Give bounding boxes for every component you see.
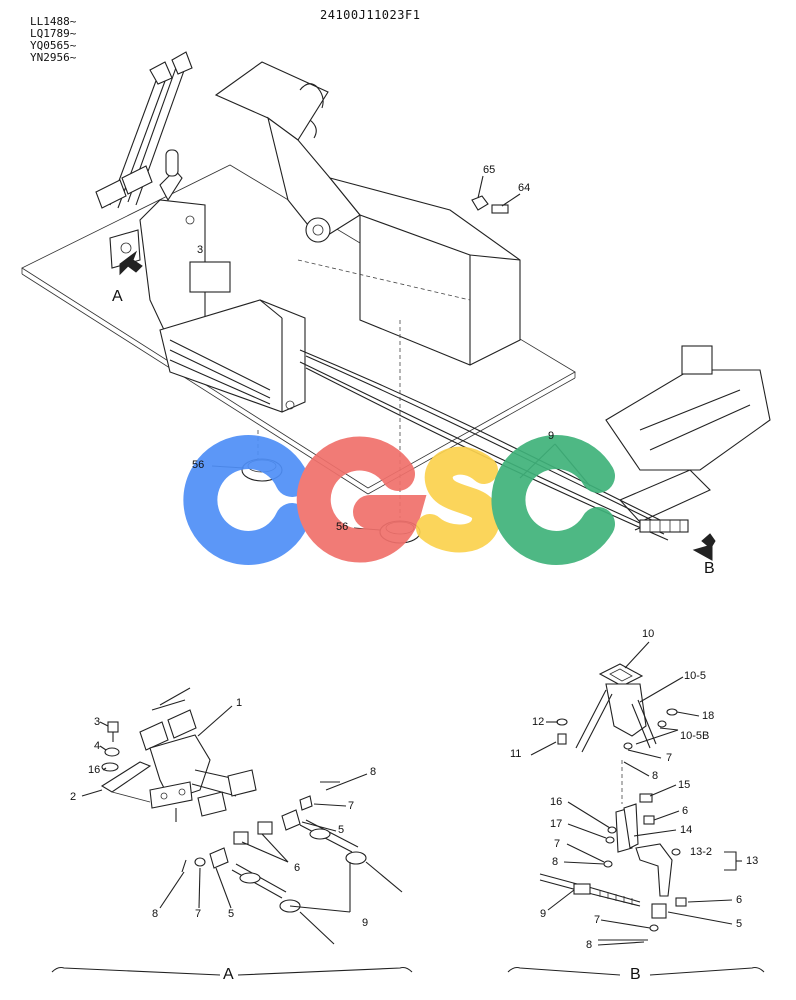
detail-a-callout-7-lower: 7 — [195, 908, 202, 920]
detail-b-callout-9: 9 — [540, 908, 547, 920]
callout-56-lower: 56 — [336, 521, 349, 533]
detail-a-callout-5-upper: 5 — [338, 824, 345, 836]
detail-b-callout-11: 11 — [510, 748, 522, 760]
control-valve — [605, 345, 771, 533]
detail-b-callout-7-upper: 7 — [666, 752, 673, 764]
callout-64: 64 — [518, 182, 531, 194]
detail-a-callout-1: 1 — [236, 697, 243, 709]
detail-b-callout-13: 13 — [746, 855, 759, 867]
callout-56-upper: 56 — [192, 459, 205, 471]
detail-a-callout-4: 4 — [94, 740, 101, 752]
callout-3: 3 — [197, 244, 204, 256]
detail-a-callout-2: 2 — [70, 791, 77, 803]
detail-b-drawing — [530, 641, 742, 946]
watermark-letter-s — [416, 446, 500, 553]
detail-a-callout-8-upper: 8 — [370, 766, 377, 778]
serial-range-2: LQ1789~ — [30, 27, 77, 40]
detail-a-drawing — [81, 687, 403, 945]
watermark-letter-c1 — [183, 435, 309, 565]
detail-b-bracket — [507, 966, 765, 976]
detail-a-callout-9: 9 — [362, 917, 369, 929]
detail-b-callout-10-5: 10-5 — [684, 670, 707, 682]
detail-b-callout-10: 10 — [642, 628, 655, 640]
detail-b-callout-16: 16 — [550, 796, 563, 808]
detail-b-callout-17: 17 — [550, 818, 563, 830]
detail-b-callout-14: 14 — [680, 824, 693, 836]
view-marker-b: B — [704, 560, 715, 577]
detail-a-label: A — [223, 966, 234, 983]
detail-b-callout-8-lower: 8 — [586, 939, 593, 951]
detail-b-callout-8-upper: 8 — [652, 770, 659, 782]
detail-b-callout-6-lower: 6 — [736, 894, 743, 906]
detail-b-callout-10-5b: 10-5B — [680, 730, 710, 742]
seat-frame-assembly — [214, 61, 521, 366]
serial-range-1: LL1488~ — [30, 15, 77, 28]
detail-a-callout-8-lower: 8 — [152, 908, 159, 920]
detail-a-callout-5-lower: 5 — [228, 908, 235, 920]
detail-b-callout-5: 5 — [736, 918, 743, 930]
detail-a-callout-3: 3 — [94, 716, 101, 728]
watermark-letter-c2 — [491, 435, 615, 565]
pedals-main — [95, 51, 193, 269]
detail-b-callout-7-mid: 7 — [554, 838, 561, 850]
detail-a-callout-6: 6 — [294, 862, 301, 874]
serial-range-4: YN2956~ — [30, 51, 77, 64]
detail-b-callout-6-upper: 6 — [682, 805, 689, 817]
detail-a-callout-16: 16 — [88, 764, 101, 776]
steering-column — [139, 149, 306, 413]
cgsc-watermark — [183, 435, 615, 565]
drawing-code: 24100J11023F1 — [320, 8, 421, 22]
view-arrows — [119, 250, 716, 561]
detail-b-callout-13-2: 13-2 — [690, 846, 713, 858]
serial-range-3: YQ0565~ — [30, 39, 77, 52]
bolt-64-nut-65 — [471, 175, 521, 214]
detail-b-callout-15: 15 — [678, 779, 691, 791]
detail-b-label: B — [630, 966, 641, 983]
detail-a-bracket — [51, 966, 413, 976]
detail-b-callout-7-lower: 7 — [594, 914, 601, 926]
detail-b-callout-12: 12 — [532, 716, 545, 728]
watermark-letter-g — [296, 436, 427, 563]
callout-9-main: 9 — [548, 430, 555, 442]
detail-a-callout-7-upper: 7 — [348, 800, 355, 812]
detail-b-callout-18: 18 — [702, 710, 715, 722]
callout-65: 65 — [483, 164, 496, 176]
view-marker-a: A — [112, 288, 123, 305]
detail-b-callout-8-mid: 8 — [552, 856, 559, 868]
